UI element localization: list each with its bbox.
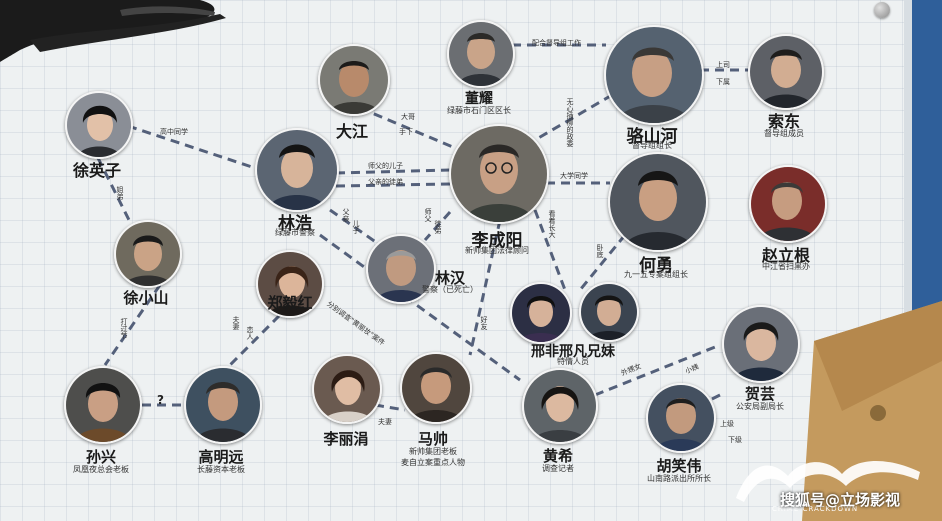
character-name: 胡笑伟: [656, 457, 702, 475]
board-frame-edge: [904, 0, 912, 521]
character-name: 邢非邢凡兄妹: [531, 344, 615, 360]
character-name: 骆山河: [626, 127, 678, 147]
character-name: 高明远: [198, 448, 244, 466]
portrait-avatar: [579, 282, 639, 342]
character-title: 调查记者: [542, 464, 574, 473]
relation-label: 父亲: [342, 208, 350, 222]
character-title: 绿藤市石门区区长: [447, 106, 511, 115]
relation-label: 无心插柳的政委: [566, 98, 574, 147]
relation-label: 夫妻: [232, 316, 240, 330]
relation-label: 师父: [424, 208, 432, 222]
character-name: 马帅: [417, 430, 449, 448]
portrait-avatar: [604, 25, 704, 125]
character-name: 黄希: [542, 447, 574, 465]
envelope-icon: [802, 301, 942, 521]
character-title: 山南路派出所所长: [647, 474, 711, 483]
relation-label: 上级: [720, 420, 734, 428]
portrait-avatar: [64, 366, 142, 444]
character-title: 督导组组长: [632, 141, 672, 150]
character-name: 贺芸: [744, 385, 776, 403]
character-name: 赵立根: [761, 246, 811, 265]
relation-label: 上司: [716, 61, 730, 69]
character-title: 新帅集团法律顾问: [465, 246, 529, 255]
relation-label: 打过节: [120, 318, 128, 339]
relation-label: 夫妻: [378, 418, 392, 426]
character-name: 索东: [767, 112, 801, 131]
portrait-avatar: [646, 383, 716, 453]
character-title: 凤凰夜总会老板: [73, 465, 129, 474]
character-name: 孙兴: [85, 448, 117, 466]
brush-logo-icon: [736, 460, 920, 502]
character-title: 长藤资本老板: [197, 465, 245, 474]
portrait-avatar: [114, 220, 182, 288]
portrait-avatar: [318, 44, 390, 116]
character-title: 特情人员: [557, 357, 589, 366]
relation-label: 恋人: [246, 326, 254, 340]
portrait-avatar: [748, 34, 824, 110]
portrait-avatar: [449, 124, 549, 224]
relation-label: 配合督导组工作: [532, 39, 581, 47]
watermark-text: 搜狐号@立场影视: [780, 491, 901, 509]
relation-label: 姐弟: [116, 186, 124, 200]
portrait-avatar: [184, 366, 262, 444]
relation-label: 卧底: [596, 244, 604, 258]
relation-label: 下级: [728, 436, 742, 444]
relation-label: 师父的儿子: [368, 162, 403, 170]
portrait-avatar: [366, 234, 436, 304]
relation-label: 徒弟: [434, 220, 442, 234]
portrait-avatar: [447, 20, 515, 88]
character-title: 警察（已死亡）: [422, 285, 478, 294]
character-title: 绿藤市警察: [275, 228, 315, 237]
character-name: 郑毅红: [267, 294, 313, 312]
portrait-avatar: [65, 91, 133, 159]
character-name: 林汉: [434, 269, 466, 287]
character-name: 林浩: [278, 214, 312, 234]
relation-label: 父亲的徒弟: [368, 178, 403, 186]
character-title: 新帅集团老板: [409, 447, 457, 456]
unknown-relation-mark: ?: [157, 393, 164, 407]
portrait-avatar: [312, 354, 382, 424]
character-name: 大江: [335, 122, 369, 141]
portrait-avatar: [256, 250, 324, 318]
logo-english: CRIME CRACKDOWN: [772, 505, 859, 513]
ink-brush-stroke: [0, 0, 226, 62]
portrait-avatar: [722, 305, 800, 383]
pin-icon: [874, 2, 890, 18]
character-title: 中江省扫黑办: [762, 262, 810, 271]
character-name: 何勇: [639, 256, 673, 276]
portrait-avatar: [400, 352, 472, 424]
relation-label: 好友: [480, 316, 488, 330]
relation-label: 看着长大: [548, 210, 556, 238]
portrait-avatar: [522, 368, 598, 444]
portrait-avatar: [255, 128, 339, 212]
character-name: 董耀: [465, 91, 493, 107]
character-title: 公安局副局长: [736, 402, 784, 411]
character-name: 李成阳: [471, 231, 523, 251]
character-title: 九一五专案组组长: [624, 270, 688, 279]
portrait-avatar: [749, 165, 827, 243]
character-title: 督导组成员: [764, 129, 804, 138]
portrait-avatar: [510, 282, 572, 344]
relation-label: 儿子: [352, 220, 360, 234]
relation-label: 大学同学: [560, 172, 588, 180]
relation-label: 手下: [399, 128, 413, 136]
character-name: 徐小山: [123, 289, 169, 307]
character-name: 李丽涓: [323, 430, 369, 448]
character-name: 徐英子: [72, 161, 122, 180]
relation-label: 高中同学: [160, 128, 188, 136]
character-title: 麦自立案重点人物: [401, 458, 465, 467]
relation-label: 下属: [716, 78, 730, 86]
relation-label: 大哥: [401, 113, 415, 121]
portrait-avatar: [608, 152, 708, 252]
